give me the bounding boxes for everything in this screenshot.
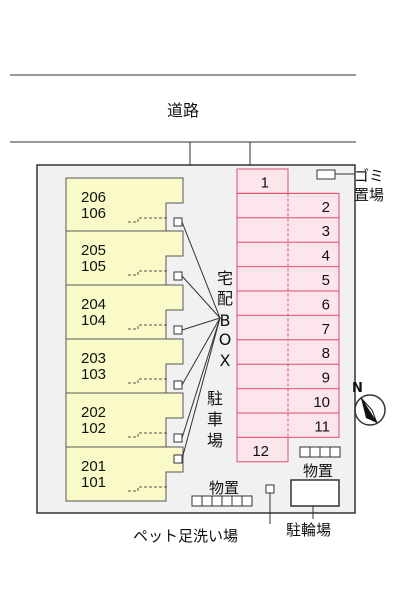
unit-partition — [128, 486, 168, 492]
unit-number-upper: 204 — [81, 296, 106, 313]
road: 道路 — [10, 74, 356, 143]
garbage-area: ゴミ 置場 — [316, 167, 384, 204]
parking-space-number: 3 — [322, 223, 330, 240]
pet-wash-box — [265, 484, 275, 494]
mailbox-port — [173, 271, 183, 281]
parking-space-number: 4 — [322, 248, 330, 265]
storage-right — [299, 446, 341, 458]
unit-number-lower: 102 — [81, 420, 106, 437]
delivery-box-char: X — [220, 351, 231, 370]
unit-number-upper: 203 — [81, 350, 106, 367]
storage-bottom-label: 物置 — [209, 479, 239, 497]
unit-partition — [128, 378, 168, 384]
parking-space-number: 8 — [322, 345, 330, 362]
connector-line — [181, 221, 221, 319]
unit-partition — [128, 324, 168, 330]
parking-space — [236, 436, 289, 463]
mailbox-port — [173, 217, 183, 227]
unit-number-lower: 101 — [81, 474, 106, 491]
unit-partition — [128, 432, 168, 438]
storage-bottom — [191, 495, 253, 507]
parking-space-number: 7 — [322, 321, 330, 338]
north-arrow-label: N — [352, 381, 363, 396]
parking-label-char: 車 — [207, 410, 223, 429]
unit-number-upper: 206 — [81, 189, 106, 206]
unit-number-upper: 205 — [81, 242, 106, 259]
unit-number-upper: 202 — [81, 404, 106, 421]
parking-space-number: 11 — [314, 418, 330, 435]
unit-number-upper: 201 — [81, 458, 106, 475]
delivery-box-char: 宅 — [217, 269, 233, 288]
parking-space-number: 6 — [322, 296, 330, 313]
unit-partition — [128, 270, 168, 276]
unit-number-lower: 106 — [81, 205, 106, 222]
connector-line — [181, 317, 221, 460]
parking-space-number: 9 — [322, 370, 330, 387]
delivery-box-char: O — [219, 330, 232, 349]
bicycle-parking-box — [290, 479, 340, 507]
mailbox-port — [173, 325, 183, 335]
parking-label-char: 駐 — [207, 389, 223, 408]
garbage-label-line1: ゴミ — [354, 167, 384, 185]
connector-line — [181, 317, 221, 331]
parking-label-char: 場 — [207, 431, 223, 450]
pet-wash-area: ペット足洗い場 — [133, 484, 275, 545]
mailbox-port — [173, 454, 183, 464]
garbage-box — [316, 169, 336, 180]
parking-space-number: 10 — [313, 394, 330, 411]
delivery-box-char: B — [220, 311, 231, 330]
delivery-box-char: 配 — [217, 289, 233, 308]
parking-space-number: 1 — [261, 174, 269, 191]
road-label: 道路 — [167, 101, 199, 120]
site-entrance — [189, 142, 251, 165]
storage-right-label: 物置 — [303, 462, 333, 480]
unit-number-lower: 104 — [81, 312, 106, 329]
connector-line — [181, 317, 221, 386]
bicycle-parking-label: 駐輪場 — [286, 521, 331, 539]
parking-space — [236, 168, 289, 194]
unit-number-lower: 105 — [81, 258, 106, 275]
parking-space-number: 2 — [322, 199, 330, 216]
delivery-box-connectors — [173, 217, 221, 464]
unit-partition — [128, 217, 168, 223]
connector-line — [181, 317, 221, 439]
connector-line — [181, 275, 221, 319]
unit-number-lower: 103 — [81, 366, 106, 383]
parking-space-number: 12 — [252, 443, 269, 460]
mailbox-port — [173, 433, 183, 443]
north-arrow-tail — [360, 397, 378, 424]
pet-wash-label: ペット足洗い場 — [133, 527, 238, 545]
parking-space-number: 5 — [322, 272, 330, 289]
mailbox-port — [173, 380, 183, 390]
north-arrow-icon: N — [352, 381, 386, 426]
bicycle-parking: 駐輪場 — [286, 479, 340, 539]
garbage-label-line2: 置場 — [354, 186, 384, 204]
building-unit-outline — [65, 446, 184, 502]
parking-label: 駐車場 — [207, 389, 223, 450]
